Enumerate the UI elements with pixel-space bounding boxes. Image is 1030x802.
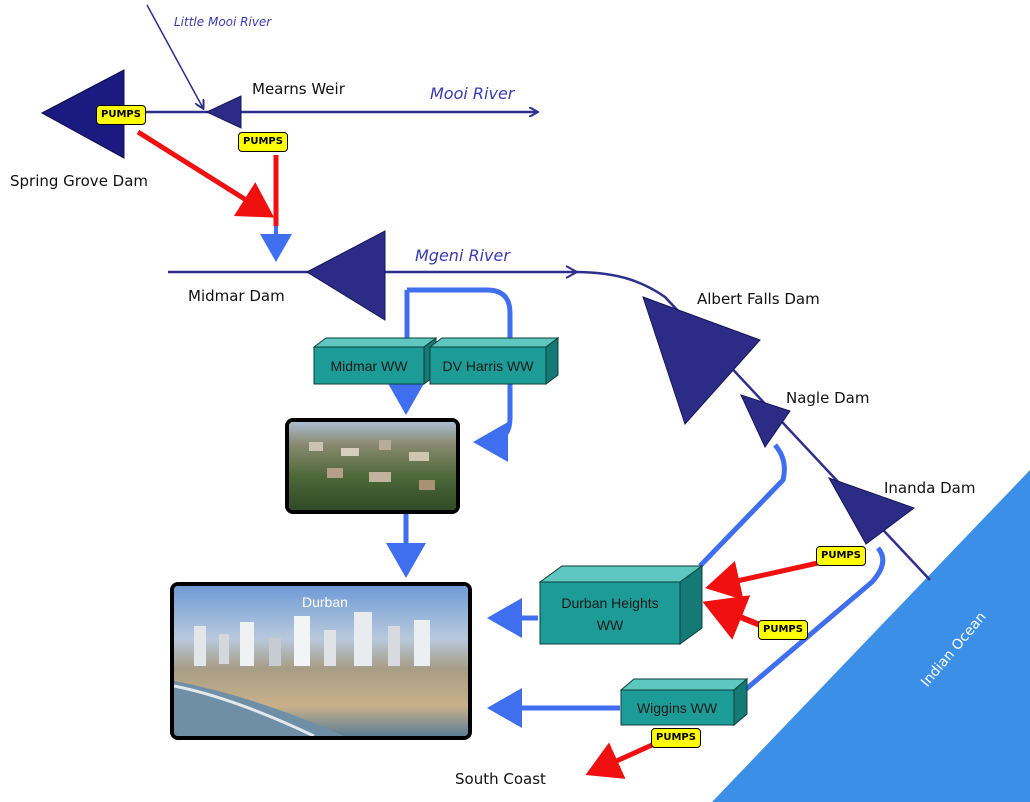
south-coast-label: South Coast <box>455 770 546 788</box>
mearns-weir-label: Mearns Weir <box>252 80 345 98</box>
pumps-badge-mearns: PUMPS <box>238 132 288 152</box>
pumps-badge-durban-heights: PUMPS <box>758 620 808 640</box>
midmar-dam-shape <box>305 230 386 321</box>
albert-falls-dam-label: Albert Falls Dam <box>697 290 820 308</box>
mgeni-river-arrowhead <box>565 265 580 279</box>
pump-line-inanda-dh <box>705 560 819 601</box>
durban-city-image <box>174 586 468 736</box>
nagle-dam-shape <box>740 394 791 449</box>
little-mooi-river-label: Little Mooi River <box>174 15 272 29</box>
dv-harris-ww-label: DV Harris WW <box>443 358 535 374</box>
pump-line-2-dh <box>702 595 762 640</box>
pumps-badge-spring-grove: PUMPS <box>96 105 146 125</box>
pipe-nagle-to-dh <box>698 443 787 568</box>
inanda-dam-shape <box>827 477 916 545</box>
mgeni-river-label: Mgeni River <box>415 246 510 265</box>
inanda-dam-label: Inanda Dam <box>884 479 976 497</box>
mooi-river-label: Mooi River <box>430 84 515 103</box>
spring-grove-dam-label: Spring Grove Dam <box>10 172 149 190</box>
durban-heights-ww-label-1: Durban Heights <box>561 595 658 611</box>
durban-heights-ww-box: Durban Heights WW <box>538 565 704 645</box>
pietermaritzburg-photo <box>285 418 460 514</box>
town-aerial-image <box>289 422 456 510</box>
pumps-badge-wiggins: PUMPS <box>651 728 701 748</box>
wiggins-ww-label: Wiggins WW <box>637 700 718 716</box>
wiggins-ww-box: Wiggins WW <box>619 677 749 727</box>
durban-photo: Durban <box>170 582 472 740</box>
pump-line-spring-grove <box>136 129 275 218</box>
indian-ocean-area <box>712 470 1030 802</box>
midmar-ww-box: Midmar WW <box>312 337 438 385</box>
albert-falls-dam-shape <box>642 296 761 425</box>
nagle-dam-label: Nagle Dam <box>786 389 870 407</box>
mearns-weir-shape <box>205 95 242 129</box>
dv-harris-ww-box: DV Harris WW <box>428 337 560 385</box>
little-mooi-river-line <box>146 4 203 108</box>
durban-heights-ww-label-2: WW <box>597 617 624 633</box>
midmar-dam-label: Midmar Dam <box>188 287 285 305</box>
pump-line-south-coast <box>585 742 654 779</box>
pumps-badge-inanda: PUMPS <box>816 546 866 566</box>
mgeni-river-line <box>380 270 931 581</box>
midmar-ww-label: Midmar WW <box>331 358 409 374</box>
pipe-inanda-to-wiggins <box>743 546 886 692</box>
durban-label: Durban <box>302 594 348 610</box>
